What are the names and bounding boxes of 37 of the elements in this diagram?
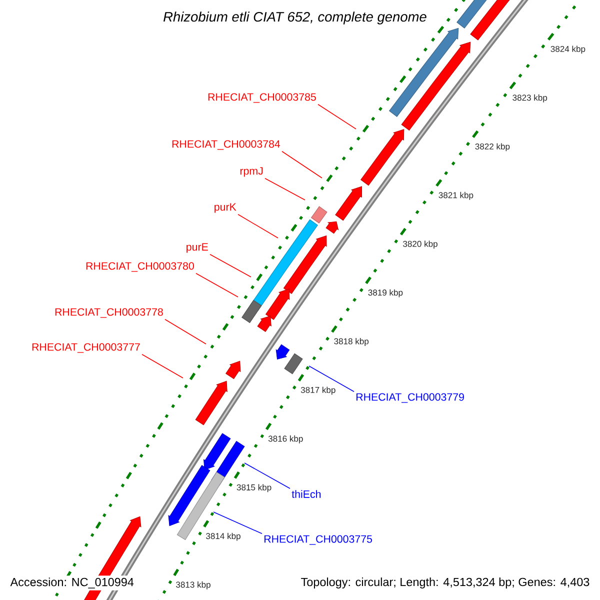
scale-label: 3820 kbp — [403, 240, 438, 249]
leader-line — [238, 214, 278, 238]
gene-label: purK — [214, 203, 236, 213]
gene-label: RHECIAT_CH0003777 — [32, 343, 140, 353]
scale-label: 3821 kbp — [438, 192, 474, 200]
scale-label: 3815 kbp — [236, 484, 272, 492]
leader-line — [164, 319, 206, 344]
gene-label: RHECIAT_CH0003785 — [208, 93, 316, 103]
genome-info-text: Topology: circular; Length: 4,513,324 bp; Genes: 4,403 — [298, 576, 592, 590]
scale-label: 3823 kbp — [512, 94, 548, 102]
leader-line — [213, 512, 262, 534]
scale-label: 3817 kbp — [300, 386, 336, 395]
leader-line — [264, 178, 306, 200]
gene-label: rpmJ — [240, 167, 263, 177]
map-title: Rhizobium etli CIAT 652, complete genome — [162, 10, 428, 26]
scale-label: 3814 kbp — [206, 532, 240, 541]
gene-label: RHECIAT_CH0003779 — [356, 393, 464, 403]
scale-label: 3819 kbp — [368, 289, 403, 298]
gene-label: RHECIAT_CH0003775 — [264, 535, 372, 545]
leader-line — [318, 104, 356, 130]
leader-line — [308, 366, 354, 392]
leader-line — [142, 354, 184, 378]
gene-label: RHECIAT_CH0003780 — [86, 262, 194, 272]
scale-label: 3818 kbp — [334, 338, 369, 346]
gene-label: RHECIAT_CH0003784 — [172, 140, 280, 150]
leader-line — [244, 462, 290, 489]
leader-line — [210, 254, 252, 278]
gene-label: purE — [186, 243, 208, 253]
accession-text: Accession: NC_010994 — [8, 576, 136, 590]
leader-line — [196, 273, 238, 298]
gene-label: RHECIAT_CH0003778 — [55, 308, 163, 318]
scale-label: 3822 kbp — [475, 143, 510, 152]
gene-label: thiEch — [292, 490, 321, 498]
leader-line — [282, 150, 322, 178]
scale-label: 3813 kbp — [176, 581, 210, 590]
scale-label: 3824 kbp — [550, 46, 586, 54]
scale-label: 3816 kbp — [268, 435, 303, 444]
